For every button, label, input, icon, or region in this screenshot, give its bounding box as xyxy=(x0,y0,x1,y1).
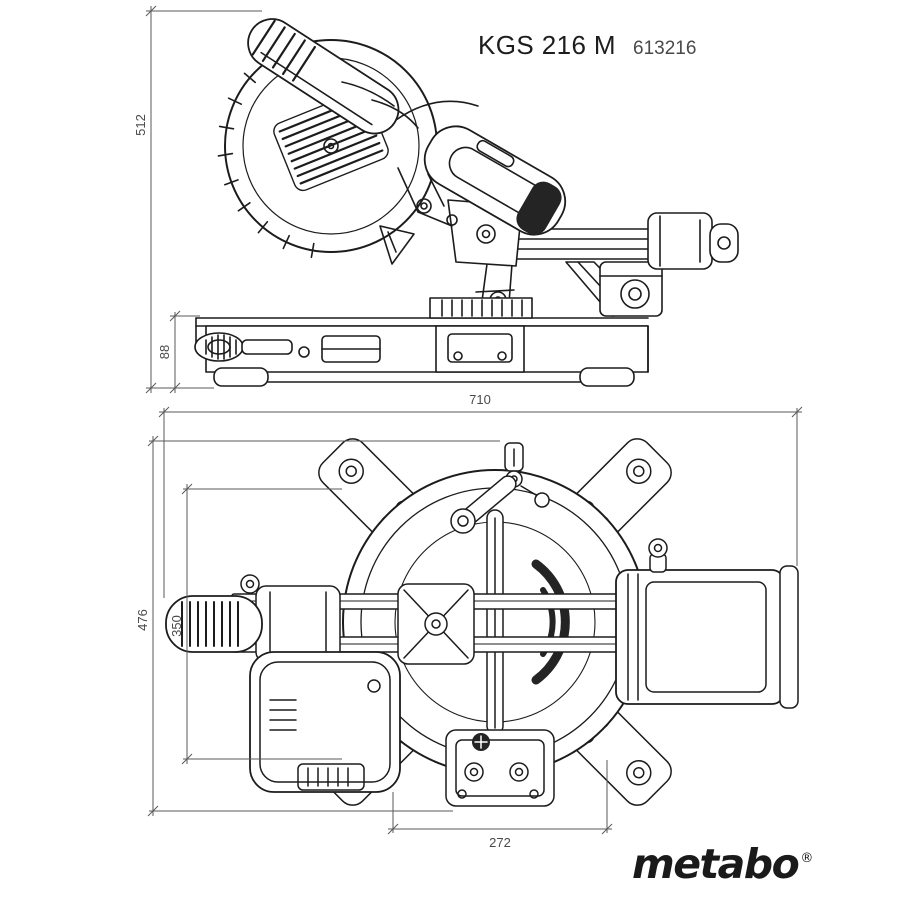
side-base xyxy=(194,297,649,387)
brand-logo: metabo® xyxy=(632,840,813,888)
brand-name: metabo xyxy=(632,840,800,888)
miter-lock-cluster xyxy=(450,442,550,534)
grip-pad xyxy=(516,181,562,235)
main-handle xyxy=(247,18,400,135)
dimension-lines: 512 88 710 xyxy=(133,5,803,850)
lock-knob xyxy=(648,538,668,558)
handle-neck xyxy=(371,99,419,129)
left-grip-assembly xyxy=(165,574,341,663)
pivot-linkage xyxy=(379,167,458,265)
side-slide-rails xyxy=(461,212,739,317)
dim-label-710: 710 xyxy=(469,392,491,407)
turntable-column xyxy=(435,325,525,373)
dim-label-272: 272 xyxy=(489,835,511,850)
bevel-pointer xyxy=(379,225,415,265)
blade-housing-arc xyxy=(531,559,570,685)
base-foot-right xyxy=(579,367,635,387)
dim-overall-height xyxy=(145,5,262,394)
dim-table-height xyxy=(169,310,200,394)
grip-handle xyxy=(423,125,567,236)
rail-end-knob xyxy=(709,223,739,263)
vent-block xyxy=(297,763,365,791)
article-number: 613216 xyxy=(633,38,697,59)
star-knob xyxy=(240,574,260,594)
top-view-drawing xyxy=(165,432,799,812)
blade-slot xyxy=(486,509,570,735)
dim-fence-depth xyxy=(181,483,342,765)
product-model: KGS 216 M xyxy=(478,30,616,60)
motor-housing xyxy=(249,651,401,793)
fence-plate xyxy=(429,297,533,319)
dim-label-476: 476 xyxy=(135,609,150,631)
motor-hump xyxy=(395,100,479,121)
dim-label-512: 512 xyxy=(133,114,148,136)
registered-trademark-mark: ® xyxy=(800,851,814,866)
dim-label-88: 88 xyxy=(157,345,172,359)
dim-base-width xyxy=(387,760,613,835)
dim-overall-width xyxy=(158,406,803,598)
base-plate xyxy=(445,729,555,807)
dim-overall-depth xyxy=(147,435,500,817)
page-title: KGS 216 M 613216 xyxy=(478,30,696,61)
base-foot-left xyxy=(213,367,269,387)
dim-label-350: 350 xyxy=(169,615,184,637)
side-view-drawing xyxy=(194,18,739,387)
rail-end-cap xyxy=(779,565,799,709)
right-carriage-block xyxy=(615,538,799,709)
slide-arm xyxy=(397,583,475,665)
